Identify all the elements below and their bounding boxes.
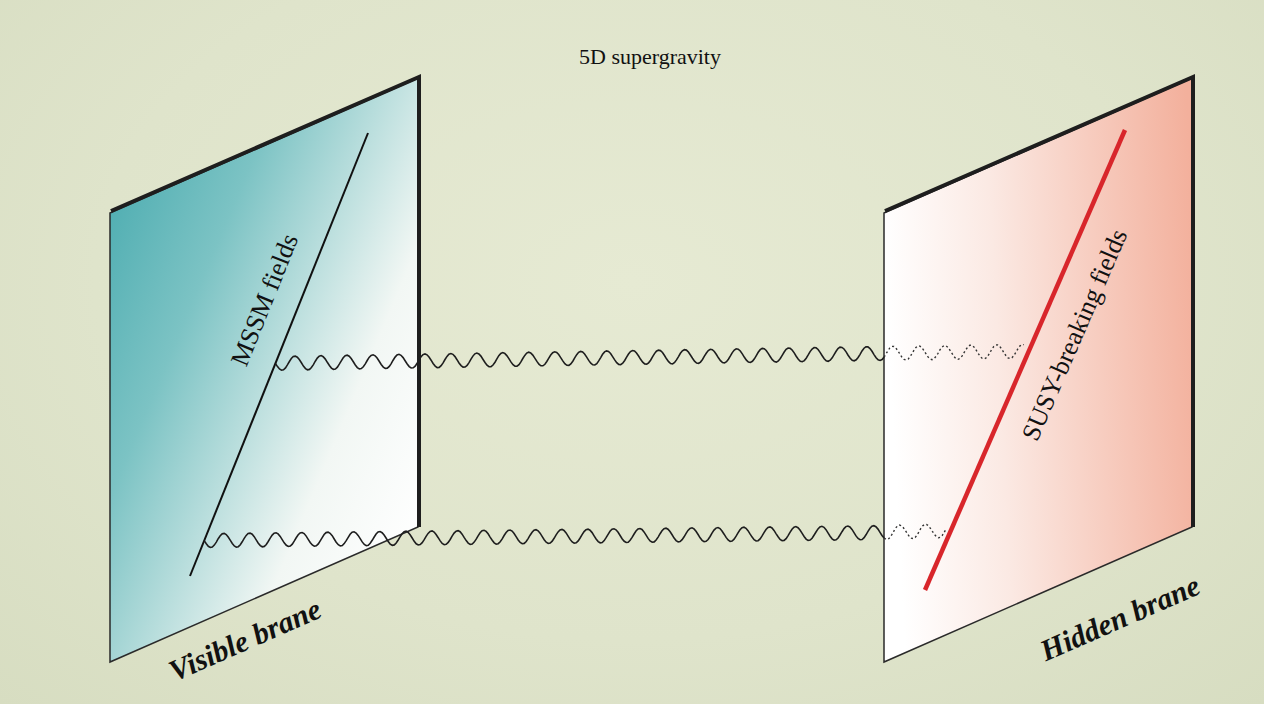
brane-label: Hidden brane xyxy=(1035,568,1205,668)
wave-line xyxy=(275,347,884,370)
brane-label: Visible brane xyxy=(164,592,326,688)
bulk-label: 5D supergravity xyxy=(579,44,721,70)
brane-shape xyxy=(108,76,422,666)
wave-line-dotted xyxy=(884,345,1024,360)
graviton-wave xyxy=(275,345,1023,371)
wave-line xyxy=(204,526,884,548)
visible-brane: MSSM fieldsVisible brane xyxy=(108,76,422,666)
field-label: MSSM fields xyxy=(225,230,305,371)
text-holder: SUSY-breaking fields xyxy=(1016,225,1134,446)
wave-line-dotted xyxy=(884,524,946,539)
graviton-wave xyxy=(204,524,946,547)
text-holder: 5D supergravity xyxy=(579,44,721,70)
text-holder: MSSM fields xyxy=(225,230,305,371)
field-label: SUSY-breaking fields xyxy=(1016,225,1134,446)
text-holder: Hidden brane xyxy=(1035,568,1205,668)
hidden-brane: SUSY-breaking fieldsHidden brane xyxy=(882,76,1196,666)
brane-shape xyxy=(882,76,1196,666)
text-holder: Visible brane xyxy=(164,592,326,688)
